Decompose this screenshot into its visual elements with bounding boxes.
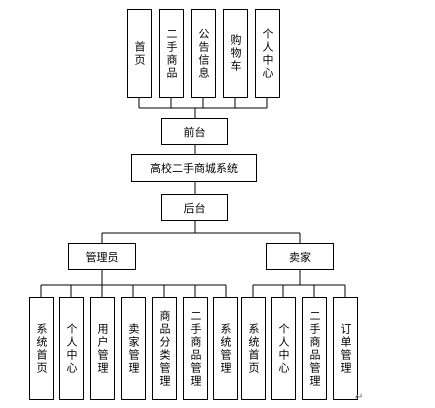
front-module-announcements: 公告信息 bbox=[191, 9, 216, 98]
seller-module-goods-management: 二手商品管理 bbox=[302, 297, 327, 400]
admin-module-user-management: 用户管理 bbox=[90, 297, 115, 400]
system-box: 高校二手商城系统 bbox=[131, 154, 257, 182]
admin-module-category-management: 商品分类管理 bbox=[152, 297, 177, 400]
front-module-cart: 购物车 bbox=[223, 9, 248, 98]
return-mark: ↵ bbox=[355, 392, 364, 403]
admin-module-system-management: 系统管理 bbox=[213, 297, 238, 400]
admin-box: 管理员 bbox=[68, 243, 136, 270]
admin-module-user-center: 个人中心 bbox=[59, 297, 84, 400]
front-module-second-hand-goods: 二手商品 bbox=[159, 9, 184, 98]
seller-module-order-management: 订单管理 bbox=[333, 297, 358, 400]
admin-module-dashboard: 系统首页 bbox=[29, 297, 54, 400]
admin-module-goods-management: 二手商品管理 bbox=[183, 297, 208, 400]
seller-module-user-center: 个人中心 bbox=[271, 297, 296, 400]
front-module-home: 首页 bbox=[127, 9, 152, 98]
front-box: 前台 bbox=[161, 118, 228, 145]
back-box: 后台 bbox=[161, 194, 228, 221]
seller-module-dashboard: 系统首页 bbox=[241, 297, 266, 400]
front-module-user-center: 个人中心 bbox=[255, 9, 280, 98]
seller-box: 卖家 bbox=[266, 243, 334, 270]
admin-module-seller-management: 卖家管理 bbox=[121, 297, 146, 400]
